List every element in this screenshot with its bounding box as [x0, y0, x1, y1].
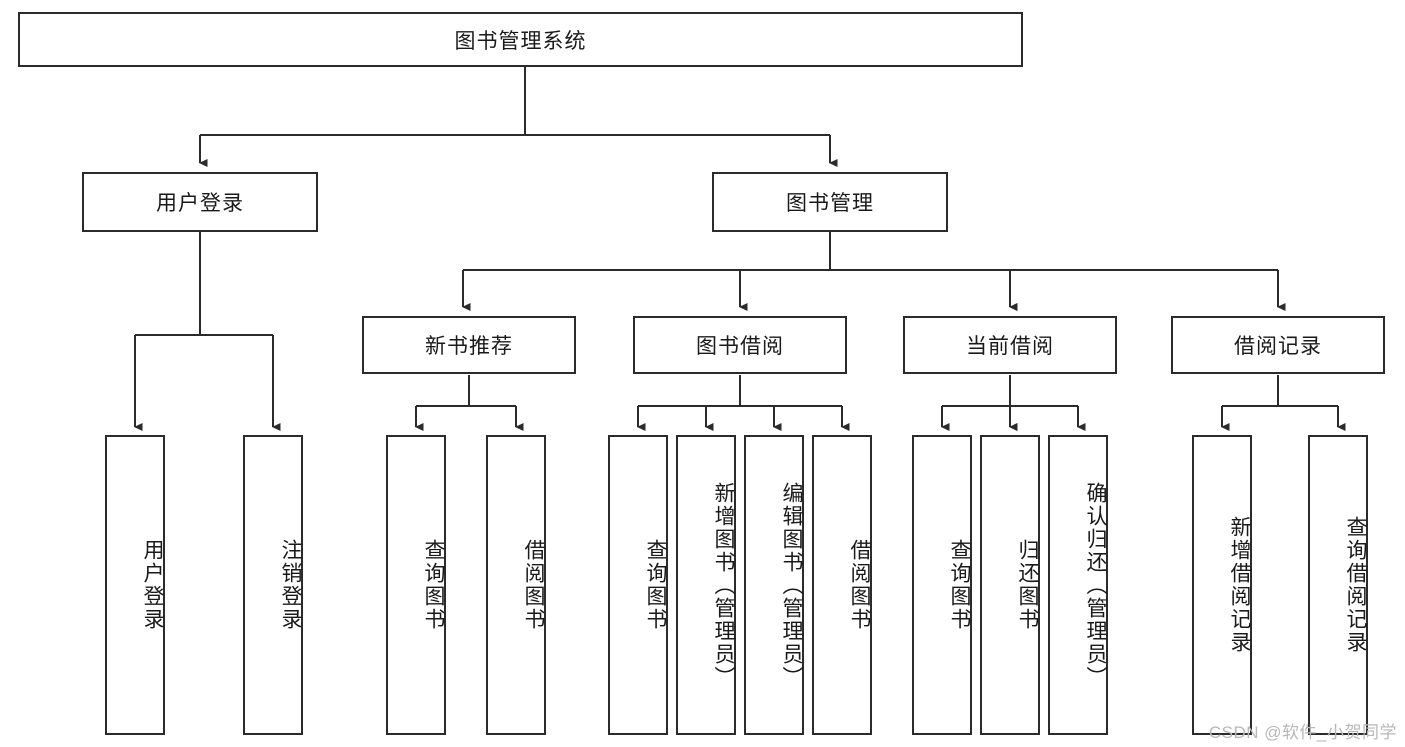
leaf-return-book[interactable]: 归还图书 — [980, 435, 1040, 735]
leaf-add-book-label: 新增图书（管理员） — [712, 481, 735, 689]
leaf-add-record-label: 新增借阅记录 — [1228, 516, 1251, 654]
node-user-login-label: 用户登录 — [156, 192, 244, 215]
leaf-return-book-label: 归还图书 — [1016, 539, 1039, 631]
leaf-query-book-3-label: 查询图书 — [948, 539, 971, 631]
leaf-user-logout-label: 注销登录 — [279, 539, 302, 631]
leaf-query-book-3[interactable]: 查询图书 — [912, 435, 972, 735]
node-user-login[interactable]: 用户登录 — [82, 172, 318, 232]
node-root-label: 图书管理系统 — [454, 29, 587, 53]
node-current-borrow-label: 当前借阅 — [966, 335, 1054, 358]
node-book-borrow-label: 图书借阅 — [696, 335, 784, 358]
leaf-edit-book[interactable]: 编辑图书（管理员） — [744, 435, 804, 735]
leaf-query-book-1[interactable]: 查询图书 — [386, 435, 446, 735]
leaf-query-book-1-label: 查询图书 — [422, 539, 445, 631]
leaf-user-login-label: 用户登录 — [141, 539, 164, 631]
leaf-add-record[interactable]: 新增借阅记录 — [1192, 435, 1252, 735]
node-borrow-record[interactable]: 借阅记录 — [1171, 316, 1385, 374]
leaf-query-record-label: 查询借阅记录 — [1344, 516, 1367, 654]
node-book-manage[interactable]: 图书管理 — [712, 172, 948, 232]
leaf-edit-book-label: 编辑图书（管理员） — [780, 481, 803, 689]
leaf-query-record[interactable]: 查询借阅记录 — [1308, 435, 1368, 735]
leaf-confirm-return[interactable]: 确认归还（管理员） — [1048, 435, 1108, 735]
leaf-borrow-book-2-label: 借阅图书 — [848, 539, 871, 631]
node-book-borrow[interactable]: 图书借阅 — [633, 316, 847, 374]
leaf-add-book[interactable]: 新增图书（管理员） — [676, 435, 736, 735]
leaf-borrow-book-1-label: 借阅图书 — [522, 539, 545, 631]
node-root[interactable]: 图书管理系统 — [18, 12, 1023, 67]
leaf-user-logout[interactable]: 注销登录 — [243, 435, 303, 735]
leaf-user-login[interactable]: 用户登录 — [105, 435, 165, 735]
node-book-manage-label: 图书管理 — [786, 192, 874, 215]
leaf-query-book-2-label: 查询图书 — [644, 539, 667, 631]
leaf-borrow-book-2[interactable]: 借阅图书 — [812, 435, 872, 735]
node-new-book-recommend[interactable]: 新书推荐 — [362, 316, 576, 374]
leaf-borrow-book-1[interactable]: 借阅图书 — [486, 435, 546, 735]
leaf-confirm-return-label: 确认归还（管理员） — [1084, 481, 1107, 689]
node-borrow-record-label: 借阅记录 — [1234, 335, 1322, 358]
node-new-book-recommend-label: 新书推荐 — [425, 335, 513, 358]
node-current-borrow[interactable]: 当前借阅 — [903, 316, 1117, 374]
leaf-query-book-2[interactable]: 查询图书 — [608, 435, 668, 735]
watermark: CSDN @软件_小贺同学 — [1208, 723, 1397, 742]
